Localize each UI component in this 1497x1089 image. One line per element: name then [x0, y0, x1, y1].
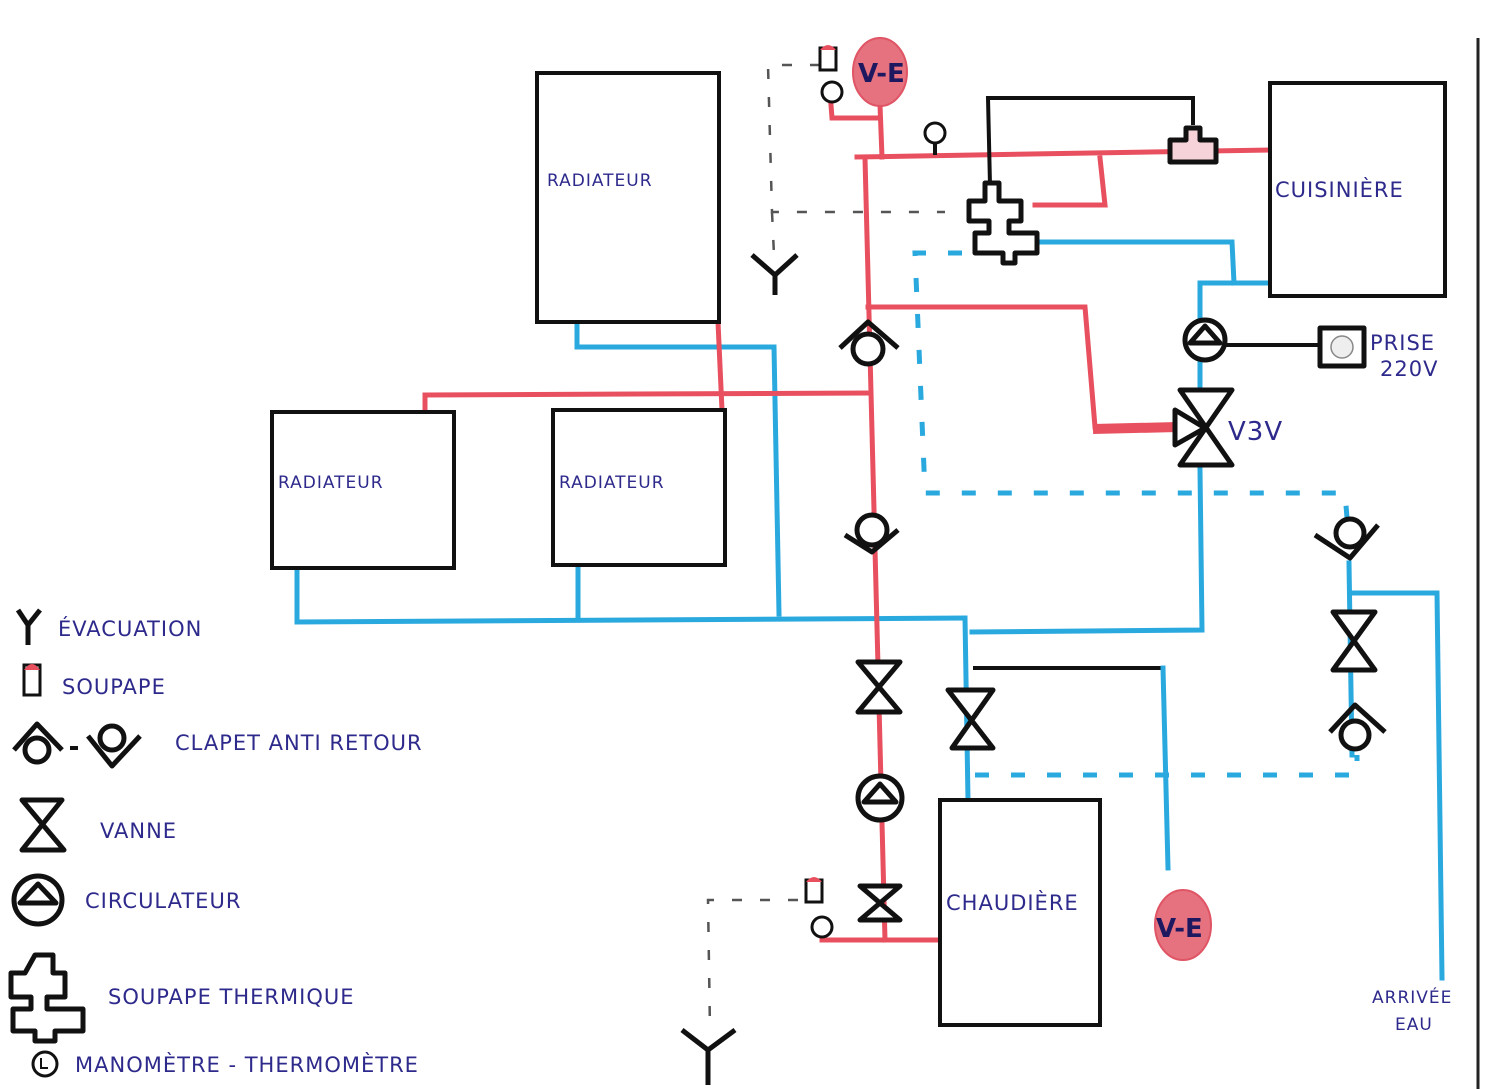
hot-pipe-thermal-valve	[1032, 155, 1108, 208]
radiator-left: RADIATEUR	[270, 410, 456, 570]
radiator-top: RADIATEUR	[535, 71, 721, 324]
ve-bottom-label: V-E	[1156, 914, 1203, 944]
circulateur-icon	[11, 873, 65, 927]
prise-label-line2: 220V	[1380, 357, 1438, 381]
vanne-boiler	[857, 883, 903, 923]
legend: ÉVACUATION SOUPAPE CLAPET ANTI RETOUR	[8, 608, 423, 1078]
v3v-label: V3V	[1228, 417, 1283, 447]
cold-pipe-ve-bottom	[1160, 665, 1171, 871]
cold-pipe-radiator-top-return	[574, 319, 782, 617]
expansion-vessel-bottom: V-E	[1154, 889, 1212, 961]
expansion-vessel-top: V-E	[852, 37, 908, 107]
radiator-mid: RADIATEUR	[551, 408, 727, 567]
arrivee-label-line2: EAU	[1395, 1015, 1433, 1035]
circulateur-riser	[855, 773, 905, 823]
evacuation-icon	[15, 608, 42, 645]
legend-item-soupape: SOUPAPE	[22, 663, 166, 699]
chaudiere: CHAUDIÈRE	[938, 798, 1102, 1027]
legend-item-clapet: CLAPET ANTI RETOUR	[12, 721, 423, 769]
legend-label-clapet: CLAPET ANTI RETOUR	[175, 731, 423, 755]
hot-pipe-ve-top	[877, 102, 885, 160]
soupape-bottom	[804, 877, 834, 939]
clapet-arrivee-bottom	[1328, 702, 1387, 752]
soupape-thermique	[966, 180, 1040, 266]
cold-pipe-main-return	[294, 565, 968, 625]
prise-220v: PRISE 220V	[1317, 325, 1438, 381]
hot-pipe-radiator-top-supply	[715, 319, 725, 413]
clapet-anti-retour-riser-top	[838, 319, 900, 367]
clapet-anti-retour-icon	[12, 721, 142, 769]
circulateur-cuisiniere	[1182, 317, 1228, 363]
arrivee-label-line1: ARRIVÉE	[1372, 986, 1452, 1008]
legend-label-vanne: VANNE	[100, 819, 177, 843]
clapet-anti-retour-riser-bottom	[843, 512, 900, 555]
vanne-3-voies: V3V	[1172, 387, 1283, 468]
prise-label-line1: PRISE	[1370, 331, 1435, 355]
legend-item-circulateur: CIRCULATEUR	[11, 873, 241, 927]
legend-label-evacuation: ÉVACUATION	[58, 616, 202, 641]
hot-pipe-radiator-supply	[422, 390, 873, 398]
drain-line-top-down	[770, 211, 776, 256]
manometre-top-icon	[820, 80, 844, 104]
manometre-riser-icon	[923, 121, 947, 145]
legend-item-soupape-thermique: SOUPAPE THERMIQUE	[8, 952, 354, 1044]
soupape-top	[818, 45, 844, 104]
cold-pipe-thermal-valve-out	[1032, 239, 1237, 286]
cold-pipe-v3v-return	[969, 467, 1205, 635]
hot-pipe-v3v-inlet	[1092, 422, 1179, 434]
radiator-mid-label: RADIATEUR	[559, 473, 665, 493]
legend-label-soupape: SOUPAPE	[62, 675, 166, 699]
chaudiere-label: CHAUDIÈRE	[946, 890, 1079, 915]
vanne-riser	[855, 659, 903, 715]
evacuation-top	[750, 253, 799, 295]
evacuation-bottom	[680, 1027, 737, 1085]
radiator-top-label: RADIATEUR	[547, 171, 653, 191]
legend-item-vanne: VANNE	[19, 797, 177, 853]
legend-label-manometre: MANOMÈTRE - THERMOMÈTRE	[75, 1052, 419, 1077]
legend-item-evacuation: ÉVACUATION	[15, 608, 202, 645]
manometre-thermometre-icon	[31, 1050, 59, 1078]
sonde-thermique-cuisiniere	[1167, 125, 1219, 165]
vanne-arrivee	[1330, 609, 1378, 673]
manometre-bottom-icon	[810, 915, 834, 939]
cold-pipe-arrivee-eau	[1347, 590, 1445, 981]
radiator-left-label: RADIATEUR	[278, 473, 384, 493]
cuisiniere: CUISINIÈRE	[1268, 81, 1447, 298]
drain-line-bottom	[706, 898, 798, 1031]
drain-line-top	[766, 63, 945, 214]
legend-item-manometre: MANOMÈTRE - THERMOMÈTRE	[31, 1050, 419, 1078]
ve-top-label: V-E	[858, 59, 905, 89]
clapet-arrivee-top	[1313, 516, 1380, 561]
vanne-icon	[19, 797, 67, 853]
hot-pipe-to-v3v	[865, 304, 1098, 430]
soupape-icon	[22, 663, 42, 697]
vanne-chaudiere-return	[945, 687, 996, 751]
cuisiniere-label: CUISINIÈRE	[1275, 177, 1404, 202]
legend-label-circulateur: CIRCULATEUR	[85, 889, 241, 913]
thermal-control-line	[985, 96, 1195, 186]
legend-label-soupape-thermique: SOUPAPE THERMIQUE	[108, 985, 354, 1009]
soupape-thermique-icon	[8, 952, 86, 1044]
